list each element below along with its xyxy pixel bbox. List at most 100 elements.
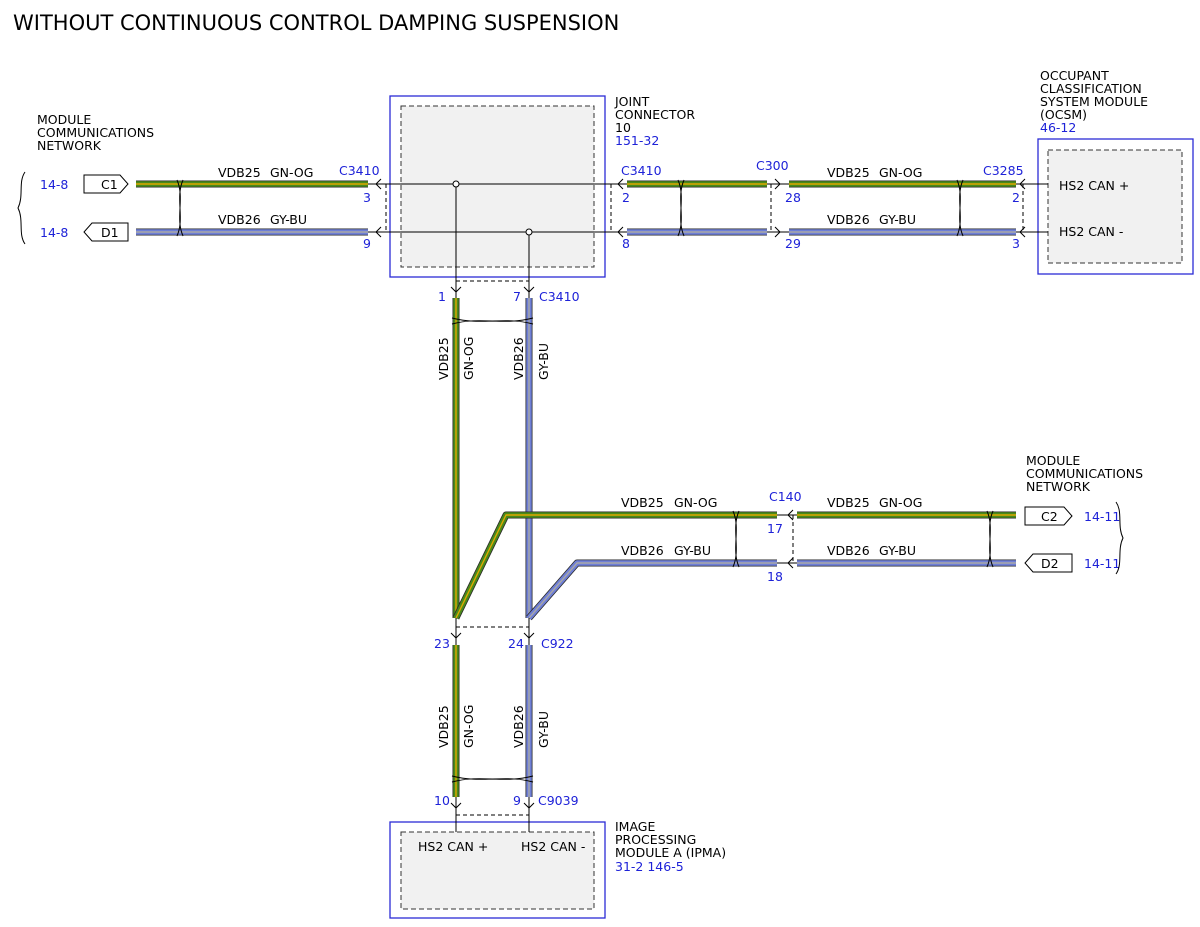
pin-c3285-3: 3 bbox=[1012, 236, 1020, 251]
mcn-top-label-3: NETWORK bbox=[37, 138, 102, 153]
ipma-box bbox=[389, 821, 606, 919]
twisted-pair-marker bbox=[176, 179, 184, 237]
pin-c3410-7: 7 bbox=[513, 289, 521, 304]
twisted-pair-marker bbox=[986, 510, 994, 568]
connector-c140: C140 bbox=[769, 489, 802, 504]
connector-c3410-right: C3410 bbox=[621, 163, 662, 178]
mcn-right-ref-1: 14-11 bbox=[1084, 509, 1120, 524]
wire-label-gy-bu: GY-BU bbox=[879, 543, 916, 558]
continuation-brace-right bbox=[1115, 501, 1124, 575]
mcn-top-ref-2: 14-8 bbox=[40, 225, 68, 240]
wire-label-gy-bu: GY-BU bbox=[536, 711, 551, 748]
terminal-c1 bbox=[83, 174, 129, 194]
pin-c300-29: 29 bbox=[785, 236, 801, 251]
wire-label-gy-bu: GY-BU bbox=[674, 543, 711, 558]
connector-c9039: C9039 bbox=[538, 793, 579, 808]
wire-label-vdb26: VDB26 bbox=[218, 212, 261, 227]
diagram-title: WITHOUT CONTINUOUS CONTROL DAMPING SUSPE… bbox=[13, 11, 619, 35]
connector-labels: C3410 3 9 C3410 2 8 C300 28 29 C3285 2 3… bbox=[339, 158, 1024, 808]
terminal-d2 bbox=[1024, 553, 1073, 573]
wire-label-vdb25: VDB25 bbox=[827, 495, 870, 510]
mcn-top-label-1: MODULE bbox=[37, 112, 91, 127]
wire-label-gy-bu: GY-BU bbox=[536, 343, 551, 380]
splice-point bbox=[452, 180, 460, 188]
ocsm-label-4: (OCSM) bbox=[1040, 107, 1087, 122]
wire-label-vdb26: VDB26 bbox=[827, 212, 870, 227]
ocsm-labels: OCCUPANT CLASSIFICATION SYSTEM MODULE (O… bbox=[1040, 68, 1148, 239]
wire-label-gn-og: GN-OG bbox=[674, 495, 717, 510]
wire-details bbox=[176, 178, 1048, 832]
wire-label-gy-bu: GY-BU bbox=[270, 212, 307, 227]
wire-label-gn-og: GN-OG bbox=[879, 165, 922, 180]
pin-c922-23: 23 bbox=[434, 636, 450, 651]
pin-c140-17: 17 bbox=[767, 521, 783, 536]
ocsm-label-3: SYSTEM MODULE bbox=[1040, 94, 1148, 109]
twisted-pair-marker bbox=[732, 510, 740, 568]
twisted-pair-marker bbox=[956, 179, 964, 237]
pin-c9039-10: 10 bbox=[434, 793, 450, 808]
pin-c3285-2: 2 bbox=[1012, 190, 1020, 205]
connector-c300: C300 bbox=[756, 158, 789, 173]
ipma-label-1: IMAGE bbox=[615, 819, 655, 834]
pin-c3410-8: 8 bbox=[622, 236, 630, 251]
pin-c140-18: 18 bbox=[767, 569, 783, 584]
connector-c3285: C3285 bbox=[983, 163, 1024, 178]
mcn-right-label-3: NETWORK bbox=[1026, 479, 1091, 494]
wire-label-vdb26: VDB26 bbox=[827, 543, 870, 558]
wire-vdb26-gy-bu-stripe bbox=[528, 562, 777, 619]
connector-chevron bbox=[450, 802, 462, 809]
ipma-pin-hs2-can-minus: HS2 CAN - bbox=[521, 839, 585, 854]
pin-c3410-9: 9 bbox=[363, 236, 371, 251]
ocsm-ref: 46-12 bbox=[1040, 120, 1076, 135]
wires bbox=[136, 180, 1016, 797]
wire-label-vdb25: VDB25 bbox=[621, 495, 664, 510]
wire-label-gy-bu: GY-BU bbox=[879, 212, 916, 227]
pin-c3410-1: 1 bbox=[438, 289, 446, 304]
wire-label-vdb26: VDB26 bbox=[511, 337, 526, 380]
connector-c922: C922 bbox=[541, 636, 574, 651]
mcn-right-label-1: MODULE bbox=[1026, 453, 1080, 468]
wire-label-vdb25: VDB25 bbox=[218, 165, 261, 180]
wire-label-gn-og: GN-OG bbox=[461, 337, 476, 380]
terminal-c1-label: C1 bbox=[101, 177, 118, 192]
ipma-ref: 31-2 146-5 bbox=[615, 859, 684, 874]
pin-c3410-2: 2 bbox=[622, 190, 630, 205]
pin-c9039-9: 9 bbox=[513, 793, 521, 808]
wire-vdb25-gn-og-stripe bbox=[455, 514, 777, 619]
joint-connector-label-2: CONNECTOR bbox=[615, 107, 695, 122]
ocsm-box bbox=[1037, 138, 1194, 275]
pin-c3410-3: 3 bbox=[363, 190, 371, 205]
pin-c922-24: 24 bbox=[508, 636, 524, 651]
wire-label-gn-og: GN-OG bbox=[879, 495, 922, 510]
terminal-d1 bbox=[83, 222, 129, 242]
twisted-pair-marker bbox=[451, 775, 534, 783]
mcn-top-ref-1: 14-8 bbox=[40, 177, 68, 192]
wire-label-gn-og: GN-OG bbox=[270, 165, 313, 180]
module-communications-network-right: MODULE COMMUNICATIONS NETWORK 14-11 14-1… bbox=[1024, 453, 1143, 575]
joint-connector-label-3: 10 bbox=[615, 120, 631, 135]
ipma-label-3: MODULE A (IPMA) bbox=[615, 845, 726, 860]
terminal-c2-label: C2 bbox=[1041, 509, 1058, 524]
module-communications-network-top: MODULE COMMUNICATIONS NETWORK 14-8 14-8 … bbox=[17, 112, 154, 245]
twisted-pair-marker bbox=[451, 317, 534, 325]
pin-c300-28: 28 bbox=[785, 190, 801, 205]
terminal-d1-label: D1 bbox=[101, 225, 119, 240]
splice-point bbox=[525, 228, 533, 236]
wire-labels-horizontal: VDB25 GN-OG VDB26 GY-BU VDB25 GN-OG VDB2… bbox=[218, 165, 922, 558]
ipma-label-2: PROCESSING bbox=[615, 832, 696, 847]
wire-labels-vertical: VDB25 GN-OG VDB26 GY-BU VDB25 GN-OG VDB2… bbox=[436, 337, 551, 748]
wire-label-vdb26: VDB26 bbox=[511, 705, 526, 748]
terminal-c2 bbox=[1024, 506, 1073, 526]
mcn-top-label-2: COMMUNICATIONS bbox=[37, 125, 154, 140]
joint-connector-box bbox=[389, 95, 606, 278]
ocsm-pin-hs2-can-minus: HS2 CAN - bbox=[1059, 224, 1123, 239]
mcn-right-label-2: COMMUNICATIONS bbox=[1026, 466, 1143, 481]
ocsm-label-1: OCCUPANT bbox=[1040, 68, 1109, 83]
wire-label-vdb25: VDB25 bbox=[827, 165, 870, 180]
ocsm-pin-hs2-can-plus: HS2 CAN + bbox=[1059, 178, 1129, 193]
terminal-d2-label: D2 bbox=[1041, 556, 1059, 571]
joint-connector-labels: JOINT CONNECTOR 10 151-32 bbox=[614, 94, 695, 148]
joint-connector-label-1: JOINT bbox=[614, 94, 650, 109]
wire-vdb26-gy-bu-edge bbox=[526, 559, 777, 621]
